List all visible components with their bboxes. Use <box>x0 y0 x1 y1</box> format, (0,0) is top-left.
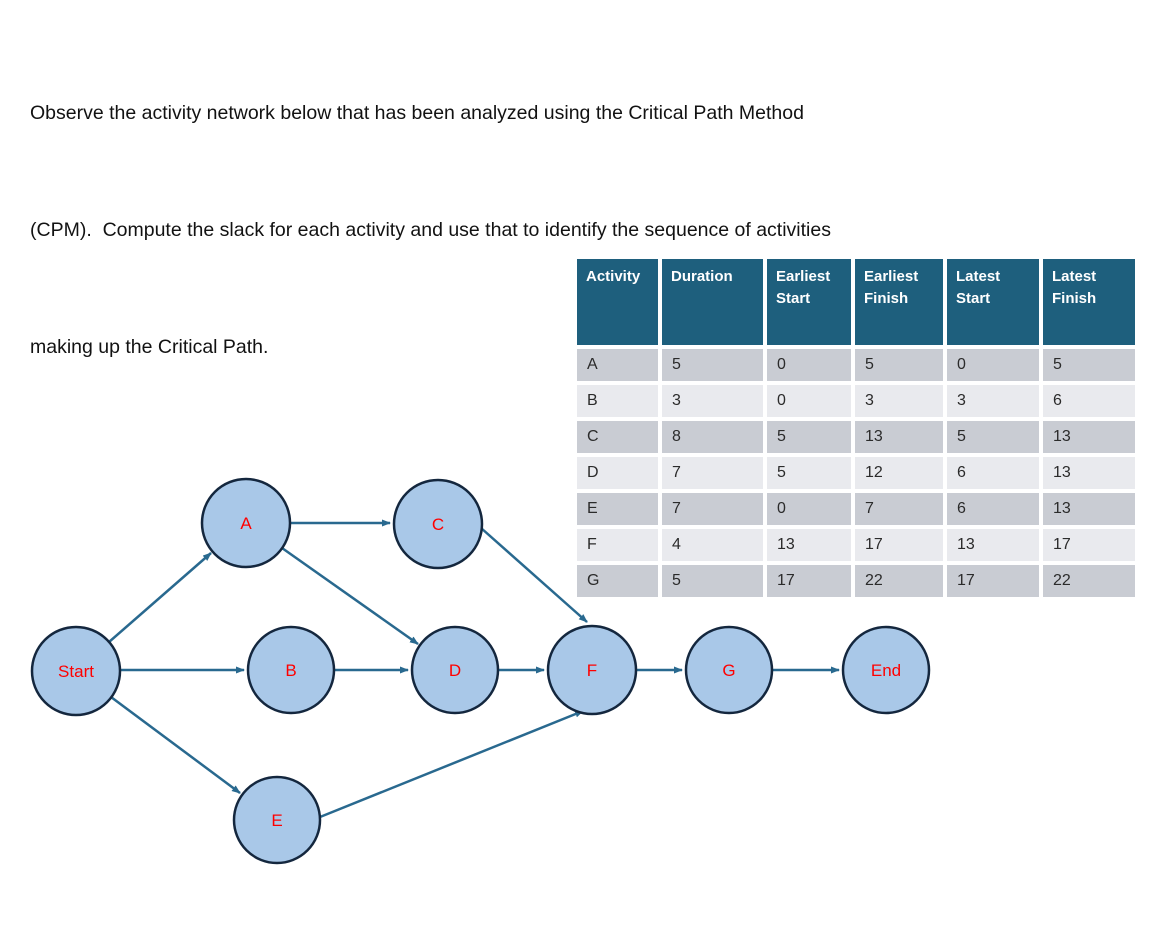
value-cell: 0 <box>767 493 851 525</box>
value-cell: 5 <box>767 421 851 453</box>
value-cell: 8 <box>662 421 763 453</box>
value-cell: 22 <box>855 565 943 597</box>
node-label-E: E <box>271 811 282 830</box>
column-header: Activity <box>577 259 658 345</box>
value-cell: 4 <box>662 529 763 561</box>
value-cell: 17 <box>855 529 943 561</box>
value-cell: 7 <box>855 493 943 525</box>
value-cell: 13 <box>1043 421 1135 453</box>
instructions-paragraph: Observe the activity network below that … <box>30 16 1140 406</box>
edge-Start-to-E <box>110 695 241 795</box>
node-circle-B <box>246 625 336 715</box>
activity-cell: F <box>577 529 658 561</box>
node-label-C: C <box>432 515 444 534</box>
node-label-A: A <box>240 514 252 533</box>
activity-cell: E <box>577 493 658 525</box>
node-circle-D <box>410 625 500 715</box>
value-cell: 6 <box>947 457 1039 489</box>
node-A: A <box>200 477 292 569</box>
value-cell: 5 <box>855 349 943 381</box>
value-cell: 0 <box>947 349 1039 381</box>
value-cell: 7 <box>662 493 763 525</box>
node-circle-A <box>200 477 292 569</box>
node-G: G <box>684 625 774 715</box>
column-header: Earliest Finish <box>855 259 943 345</box>
instructions-line-2: (CPM). Compute the slack for each activi… <box>30 219 831 241</box>
node-label-B: B <box>285 661 296 680</box>
node-Start: Start <box>30 625 122 717</box>
activity-cell: A <box>577 349 658 381</box>
value-cell: 12 <box>855 457 943 489</box>
instructions-line-3: making up the Critical Path. <box>30 336 269 358</box>
column-header: Latest Finish <box>1043 259 1135 345</box>
node-label-F: F <box>587 661 597 680</box>
activity-cell: B <box>577 385 658 417</box>
column-header: Earliest Start <box>767 259 851 345</box>
value-cell: 0 <box>767 385 851 417</box>
edge-A-to-D <box>281 546 419 646</box>
value-cell: 5 <box>662 349 763 381</box>
edge-Start-to-A <box>108 552 212 643</box>
value-cell: 6 <box>947 493 1039 525</box>
edges-layer <box>108 519 840 819</box>
node-circle-End <box>841 625 931 715</box>
value-cell: 13 <box>767 529 851 561</box>
node-label-Start: Start <box>58 662 94 681</box>
node-circle-Start <box>30 625 122 717</box>
value-cell: 13 <box>947 529 1039 561</box>
value-cell: 13 <box>1043 457 1135 489</box>
value-cell: 13 <box>855 421 943 453</box>
value-cell: 3 <box>855 385 943 417</box>
activity-cell: C <box>577 421 658 453</box>
value-cell: 6 <box>1043 385 1135 417</box>
node-circle-C <box>392 478 484 570</box>
value-cell: 13 <box>1043 493 1135 525</box>
edge-C-to-F <box>480 527 588 623</box>
value-cell: 17 <box>947 565 1039 597</box>
value-cell: 5 <box>1043 349 1135 381</box>
value-cell: 22 <box>1043 565 1135 597</box>
node-circle-F <box>546 624 638 716</box>
node-C: C <box>392 478 484 570</box>
node-End: End <box>841 625 931 715</box>
value-cell: 3 <box>947 385 1039 417</box>
value-cell: 5 <box>947 421 1039 453</box>
node-F: F <box>546 624 638 716</box>
value-cell: 0 <box>767 349 851 381</box>
node-circle-G <box>684 625 774 715</box>
column-header: Latest Start <box>947 259 1039 345</box>
node-E: E <box>232 775 322 865</box>
value-cell: 3 <box>662 385 763 417</box>
value-cell: 17 <box>1043 529 1135 561</box>
instructions-line-1: Observe the activity network below that … <box>30 102 804 124</box>
value-cell: 17 <box>767 565 851 597</box>
activity-cell: G <box>577 565 658 597</box>
node-D: D <box>410 625 500 715</box>
value-cell: 5 <box>662 565 763 597</box>
activity-cell: D <box>577 457 658 489</box>
node-label-D: D <box>449 661 461 680</box>
value-cell: 5 <box>767 457 851 489</box>
node-circle-E <box>232 775 322 865</box>
column-header: Duration <box>662 259 763 345</box>
edge-E-to-F <box>319 709 584 819</box>
node-label-G: G <box>722 661 735 680</box>
value-cell: 7 <box>662 457 763 489</box>
node-B: B <box>246 625 336 715</box>
node-label-End: End <box>871 661 901 680</box>
